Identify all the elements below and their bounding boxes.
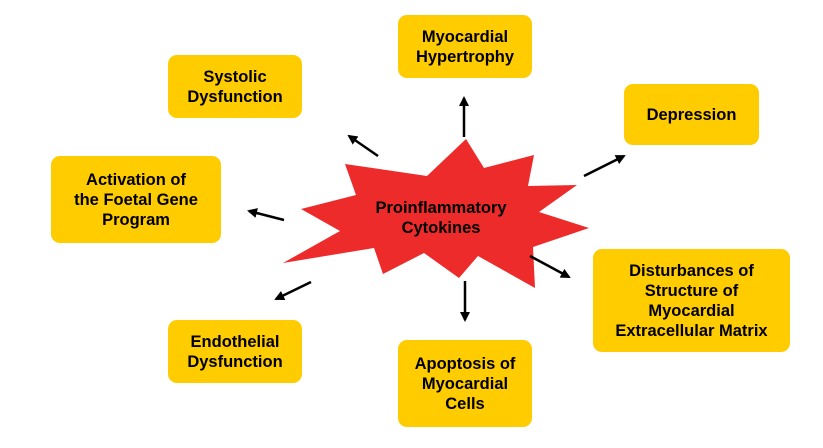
arrow-to-depression [583, 154, 626, 178]
foetal-gene-program-box: Activation of the Foetal Gene Program [51, 156, 221, 243]
center-label: Proinflammatory Cytokines [375, 199, 507, 237]
arrow-to-disturbances [529, 254, 571, 279]
cytokine-starburst [283, 139, 589, 288]
arrow-to-systolic [347, 134, 379, 158]
arrow-to-foetal [247, 208, 285, 222]
depression-box: Depression [624, 84, 759, 145]
apoptosis-box: Apoptosis of Myocardial Cells [398, 340, 532, 427]
systolic-dysfunction-box: Systolic Dysfunction [168, 55, 302, 118]
extracellular-matrix-box: Disturbances of Structure of Myocardial … [593, 249, 790, 352]
arrow-to-endothelial [274, 280, 312, 301]
myocardial-hypertrophy-box: Myocardial Hypertrophy [398, 15, 532, 78]
endothelial-dysfunction-box: Endothelial Dysfunction [168, 320, 302, 383]
